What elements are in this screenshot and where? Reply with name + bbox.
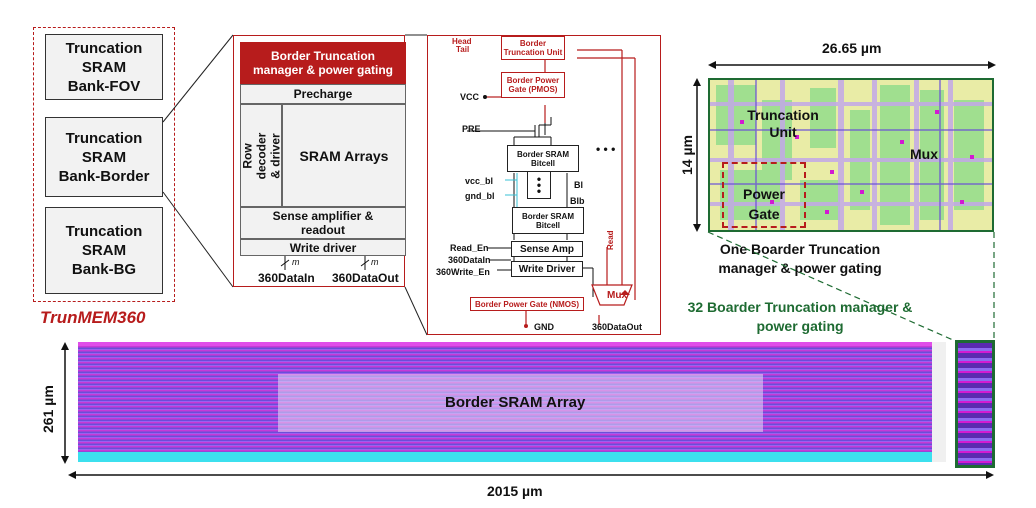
read-en-label: Read_En xyxy=(450,243,489,253)
vcc-label: VCC xyxy=(460,92,480,102)
layout-dimension-arrows xyxy=(693,61,996,232)
power-gate-nmos: Border Power Gate (NMOS) xyxy=(470,297,584,311)
write-driver-block: Write driver xyxy=(240,239,406,256)
bank-fov: Truncation SRAM Bank-FOV xyxy=(45,34,163,100)
head-label: Head xyxy=(452,37,472,46)
mux-label: Mux xyxy=(607,290,627,301)
block-data-out-label: 360DataOut xyxy=(332,271,399,285)
border-sram-array xyxy=(78,342,946,462)
ellipsis-columns: • • • xyxy=(596,142,616,156)
pre-label: PRE xyxy=(462,124,481,134)
array-caption: 32 Boarder Truncation manager & power ga… xyxy=(687,299,913,334)
data-bus-lines xyxy=(280,256,370,270)
sense-amp-block: Sense amplifier & readout xyxy=(240,207,406,239)
column-dots: ••• xyxy=(536,172,542,198)
layout-mux-label: Mux xyxy=(910,146,938,162)
tail-label: Tail xyxy=(456,45,470,54)
border-manager-block: Border Truncation manager & power gating xyxy=(240,42,406,84)
manager-strip xyxy=(955,340,995,468)
layout-power-gate-label: Power Gate xyxy=(742,186,785,222)
border-truncation-unit: Border Truncation Unit xyxy=(501,36,565,60)
gnd-label: GND xyxy=(534,322,554,332)
bus-width-in: m xyxy=(292,257,300,267)
block-data-in-label: 360DataIn xyxy=(258,271,315,285)
row-decoder-block: Row decoder & driver xyxy=(240,104,282,207)
bank-group-title: TrunMEM360 xyxy=(40,308,146,327)
vcc-bl-label: vcc_bl xyxy=(465,176,494,186)
power-gate-pmos: Border Power Gate (PMOS) xyxy=(501,72,565,98)
bank-bg: Truncation SRAM Bank-BG xyxy=(45,207,163,294)
layout-truncation-unit-label: Truncation Unit xyxy=(747,107,819,140)
sram-arrays-block: SRAM Arrays xyxy=(282,104,406,207)
circuit-data-in-label: 360DataIn xyxy=(448,255,491,265)
circuit-schematic xyxy=(427,35,661,335)
layout-caption: One Boarder Truncation manager & power g… xyxy=(718,241,882,276)
layout-width-label: 26.65 µm xyxy=(822,40,882,56)
bitcell-bottom: Border SRAM Bitcell xyxy=(512,207,584,234)
write-driver-box: Write Driver xyxy=(511,261,583,277)
column-dots-box xyxy=(527,171,551,199)
gnd-bl-label: gnd_bl xyxy=(465,191,495,201)
bl-label: Bl xyxy=(574,180,583,190)
layout-pattern xyxy=(710,80,992,230)
power-gate-region xyxy=(722,162,806,228)
sense-amp-box: Sense Amp xyxy=(511,241,583,257)
layout-cell xyxy=(708,78,994,232)
array-label: Border SRAM Array xyxy=(445,394,586,411)
write-en-label: 360Write_En xyxy=(436,267,490,277)
circuit-data-out-label: 360DataOut xyxy=(592,322,643,332)
blb-label: Blb xyxy=(570,196,585,206)
precharge-block: Precharge xyxy=(240,84,406,104)
bus-width-out: m xyxy=(371,257,379,267)
circuit-wires xyxy=(467,40,636,328)
bank-group xyxy=(33,27,175,302)
array-height-label: 261 µm xyxy=(40,385,56,433)
bank-border: Truncation SRAM Bank-Border xyxy=(45,117,163,197)
array-width-label: 2015 µm xyxy=(487,483,543,499)
